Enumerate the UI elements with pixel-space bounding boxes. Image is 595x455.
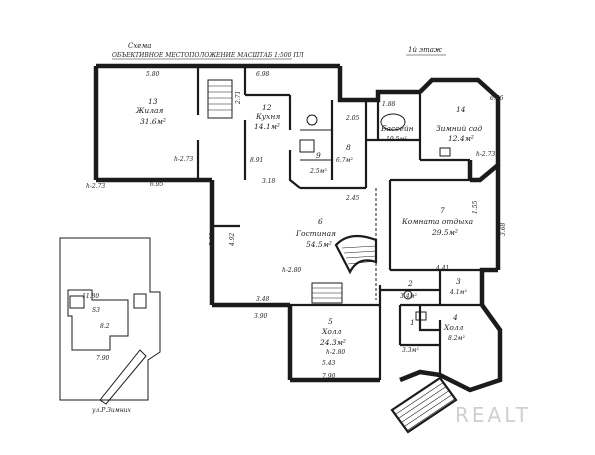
height-label: h-2.80 <box>326 349 345 356</box>
site-dim-label: 7.90 <box>96 355 110 362</box>
site-street-label: ул.Р.Зимних <box>91 407 132 414</box>
room-hall-num: 6 <box>318 217 323 226</box>
room-small2-area: 4.1м² <box>449 289 468 296</box>
dim-label: 3.48 <box>256 296 270 303</box>
room-lounge-name: Комната отдыха <box>401 217 473 226</box>
room-entrance-name: Холл <box>443 323 464 332</box>
room-wc-area: 2.5м² <box>309 168 328 175</box>
room-winter-garden: 14 Зимний сад 12.4м² <box>436 105 482 143</box>
height-label: h-2.73 <box>476 151 495 158</box>
dim-label: 3.90 <box>254 313 268 320</box>
floor-label: 1й этаж <box>408 46 442 54</box>
watermark-logo: REALT <box>455 403 531 427</box>
room-lounge-area: 29.5м² <box>431 228 458 237</box>
room-bath: 8 6.7м² <box>336 143 354 164</box>
dim-label: 6.95 <box>150 181 164 188</box>
header-title-main: ОБЪЕКТИВНОЕ МЕСТОПОЛОЖЕНИЕ МАСШТАБ 1:500… <box>112 52 305 59</box>
room-lounge-num: 7 <box>440 206 445 215</box>
dim-label: 5.43 <box>322 360 336 367</box>
room-entrance-area: 8.2м² <box>448 335 466 342</box>
room-living-area: 31.6м² <box>140 117 166 126</box>
room-sauna: Бассейн 19.5м² <box>380 124 414 143</box>
dim-label: 2.45 <box>345 195 360 202</box>
room-small3-num: 2 <box>407 279 413 288</box>
stair-hall <box>311 282 343 304</box>
room-wc-num: 9 <box>316 151 321 160</box>
site-plot-boundary <box>59 237 161 401</box>
dim-label: 6.56 <box>490 95 504 102</box>
room-small3: 2 3.4м² <box>400 279 418 300</box>
dim-label: 6.98 <box>256 71 270 78</box>
stair-entrance <box>390 376 458 434</box>
site-outbuilding <box>69 295 85 309</box>
dim-label: 1.88 <box>382 101 396 108</box>
room-kitchen: 12 Кухня 14.1м² <box>254 103 280 131</box>
room-wc: 9 2.5м² <box>309 151 328 175</box>
dimension-labels: 5.80 6.98 6.95 8.91 3.18 5.93 4.92 3.48 … <box>86 71 507 380</box>
room-entrance: 4 Холл 8.2м² <box>443 313 466 342</box>
room-small1-num: 1 <box>410 318 415 327</box>
dim-label: 3.68 <box>500 222 507 236</box>
room-lounge: 7 Комната отдыха 29.5м² <box>401 206 473 237</box>
room-hallway-num: 5 <box>328 317 333 326</box>
room-living: 13 Жилая 31.6м² <box>135 97 166 126</box>
dim-label: 5.80 <box>146 71 160 78</box>
room-winter-garden-name: Зимний сад <box>436 124 482 133</box>
room-hallway: 5 Холл 24.3м² <box>319 317 346 347</box>
room-living-name: Жилая <box>135 106 164 115</box>
site-path <box>99 349 147 405</box>
room-kitchen-area: 14.1м² <box>254 122 280 131</box>
inner-walls <box>196 66 498 380</box>
stair-spiral <box>334 234 378 275</box>
room-kitchen-num: 12 <box>262 103 272 112</box>
height-label: h-2.73 <box>86 183 105 190</box>
dim-label: 8.91 <box>250 157 263 164</box>
header-title-top: Схема <box>128 42 151 50</box>
dim-label: 4.41 <box>435 265 449 272</box>
site-house-outline <box>67 289 129 351</box>
dim-label: 7.90 <box>322 373 336 380</box>
room-hallway-area: 24.3м² <box>319 338 346 347</box>
dim-label: 1.55 <box>472 200 479 214</box>
height-label: h-2.73 <box>174 156 193 163</box>
stair-kitchen <box>207 79 233 119</box>
room-entrance-num: 4 <box>452 313 458 322</box>
room-bath-area: 6.7м² <box>336 157 354 164</box>
room-small3-area: 3.4м² <box>400 293 418 300</box>
room-small2-num: 3 <box>456 277 461 286</box>
room-sauna-name: Бассейн <box>380 124 414 133</box>
dim-label: 2.71 <box>235 91 242 105</box>
room-winter-garden-area: 12.4м² <box>448 134 474 143</box>
room-hall-area: 54.5м² <box>306 240 332 249</box>
room-small2: 3 4.1м² <box>449 277 468 296</box>
room-small1-area: 3.3м² <box>402 347 420 354</box>
room-hall-name: Гостиная <box>295 229 336 238</box>
dim-label: 5.93 <box>209 232 216 246</box>
room-living-num: 13 <box>148 97 158 106</box>
dim-label: 4.92 <box>229 232 236 247</box>
room-bath-num: 8 <box>346 143 351 152</box>
height-label: h-2.80 <box>282 267 301 274</box>
room-small1: 1 3.3м² <box>402 318 420 354</box>
room-kitchen-name: Кухня <box>255 112 280 121</box>
room-hallway-name: Холл <box>321 327 342 336</box>
site-area-label: S3 <box>92 307 100 314</box>
site-outbuilding <box>133 293 147 309</box>
room-hall: 6 Гостиная 54.5м² <box>295 217 336 249</box>
site-dim-label: 11.80 <box>82 293 99 300</box>
bath-fixtures <box>299 113 451 321</box>
dim-label: 3.18 <box>262 178 276 185</box>
dim-label: 2.05 <box>345 115 360 122</box>
site-dim-label: 8.2 <box>100 323 110 330</box>
site-plan: S3 11.80 7.90 8.2 ул.Р.Зимних <box>59 237 161 414</box>
room-winter-garden-num: 14 <box>456 105 466 114</box>
room-sauna-area: 19.5м² <box>386 136 407 143</box>
